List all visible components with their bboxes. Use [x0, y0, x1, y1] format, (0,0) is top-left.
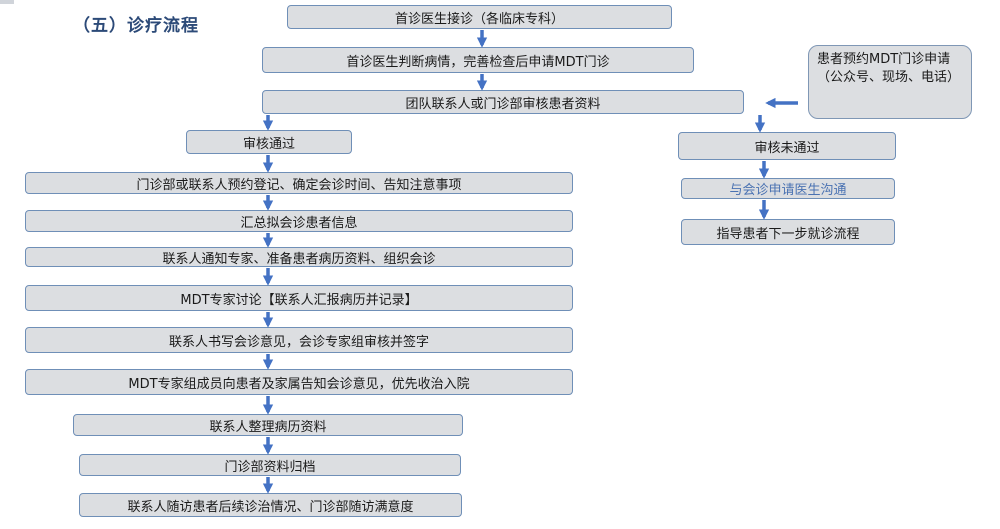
node-communicate: 与会诊申请医生沟通	[681, 178, 895, 199]
node-patient-booking: 患者预约MDT门诊申请（公众号、现场、电话）	[808, 45, 972, 119]
node-guide: 指导患者下一步就诊流程	[681, 219, 895, 245]
node-write-opinion: 联系人书写会诊意见，会诊专家组审核并签字	[25, 327, 573, 353]
node-notify: 联系人通知专家、准备患者病历资料、组织会诊	[25, 247, 573, 267]
node-discussion: MDT专家讨论【联系人汇报病历并记录】	[25, 285, 573, 311]
corner-decoration	[0, 0, 14, 4]
node-first-visit: 首诊医生接诊（各临床专科）	[287, 5, 672, 29]
node-review: 团队联系人或门诊部审核患者资料	[262, 90, 744, 114]
node-summary: 汇总拟会诊患者信息	[25, 210, 573, 232]
section-title: （五）诊疗流程	[73, 16, 199, 36]
node-follow-up: 联系人随访患者后续诊治情况、门诊部随访满意度	[79, 493, 462, 517]
node-register: 门诊部或联系人预约登记、确定会诊时间、告知注意事项	[25, 172, 573, 194]
node-inform: MDT专家组成员向患者及家属告知会诊意见，优先收治入院	[25, 369, 573, 395]
node-rejected: 审核未通过	[678, 132, 896, 160]
